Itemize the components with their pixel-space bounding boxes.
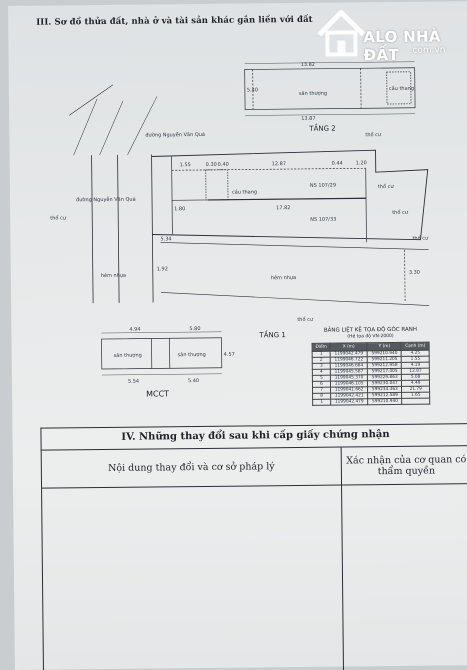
floor2-stair-label: cầu thang bbox=[389, 84, 414, 92]
section-iv-table: Nội dung thay đổi và cơ sở pháp lý Xác n… bbox=[41, 445, 467, 670]
section-iv: IV. Những thay đổi sau khi cấp giấy chứn… bbox=[40, 423, 467, 670]
section-iv-col-changes: Nội dung thay đổi và cơ sở pháp lý bbox=[41, 447, 342, 489]
dim-right-a: 0.44 bbox=[332, 161, 343, 167]
lot-b-label: NS 107/33 bbox=[310, 217, 336, 223]
dim-side-a: 1.80 bbox=[174, 206, 185, 212]
alley-label-side: hẻm nhựa bbox=[101, 272, 126, 279]
dim-alley-w: 3.30 bbox=[409, 270, 420, 276]
road-label-side: đường Nguyễn Văn Quá bbox=[76, 196, 136, 204]
dim-mid-left: 1.55 bbox=[180, 162, 191, 168]
dim-left-h: 1.92 bbox=[157, 266, 168, 272]
lot-a-label: NS 107/29 bbox=[310, 183, 336, 189]
floor2-label: TẦNG 2 bbox=[308, 123, 336, 133]
dim-h-left: 5.40 bbox=[247, 87, 258, 93]
dim-len-a: 12.87 bbox=[272, 161, 286, 167]
watermark-logo: ALO NHÀ ĐẤT .com.vn bbox=[311, 3, 464, 64]
alley-label: hẻm nhựa bbox=[271, 274, 296, 281]
neighbor-top-right: thổ cư bbox=[365, 131, 382, 138]
dim-len-b: 17.82 bbox=[276, 205, 290, 211]
dim-mid-a: 0.30 bbox=[206, 162, 217, 168]
floor2-outline bbox=[244, 67, 416, 110]
dim-top-1: 13.82 bbox=[301, 62, 315, 68]
section-iv-changes-cell bbox=[41, 485, 344, 670]
coord-table-subtitle: (Hệ tọa độ VN-2000) bbox=[347, 333, 394, 340]
coord-header-point: Điểm bbox=[312, 343, 331, 352]
certificate-page: III. Sơ đồ thửa đất, nhà ở và tài sản kh… bbox=[8, 1, 467, 670]
mcct-dim-a: 4.94 bbox=[129, 327, 140, 333]
floor2-terrace-label: sân thượng bbox=[299, 90, 327, 97]
mcct-label: MCCT bbox=[146, 389, 169, 398]
plot-outline bbox=[151, 149, 429, 241]
dim-corner: 5.34 bbox=[160, 236, 171, 242]
mcct-terrace-left: sân thượng bbox=[114, 352, 142, 359]
land-plot-diagram: 13.82 13.87 5.40 sân thượng cầu thang TẦ… bbox=[50, 61, 430, 399]
neighbor-right-2: thổ cư bbox=[392, 209, 409, 216]
mcct-dim-h: 4.57 bbox=[224, 352, 235, 358]
mcct-dim-c: 5.54 bbox=[128, 379, 139, 385]
dim-right-b: 1.20 bbox=[356, 160, 367, 166]
road-label-top: đường Nguyễn Văn Quá bbox=[145, 131, 205, 139]
mcct-dim-b: 5.80 bbox=[189, 326, 200, 332]
floor1-stair-label: cầu thang bbox=[232, 187, 257, 195]
coord-table-title: BẢNG LIỆT KÊ TỌA ĐỘ GÓC RANH bbox=[323, 326, 417, 334]
neighbor-right: thổ cư bbox=[378, 183, 395, 190]
neighbor-alley: thổ cư bbox=[412, 235, 429, 242]
mcct-terrace-right: sân thượng bbox=[178, 351, 206, 358]
mcct-outline bbox=[101, 337, 223, 370]
mcct-dim-d: 5.40 bbox=[188, 378, 199, 384]
floor1-label: TẦNG 1 bbox=[258, 329, 286, 339]
dim-mid-b: 0.40 bbox=[218, 162, 229, 168]
neighbor-left: thổ cư bbox=[50, 214, 67, 221]
coord-header-edge: Cạnh (m) bbox=[401, 342, 430, 351]
section-iv-confirmation-cell bbox=[341, 483, 467, 670]
dim-top-2: 13.87 bbox=[301, 116, 315, 122]
coordinate-table: BẢNG LIỆT KÊ TỌA ĐỘ GÓC RANH (Hệ tọa độ … bbox=[311, 327, 430, 406]
section-iv-col-confirmation: Xác nhận của cơ quan có thẩm quyền bbox=[341, 445, 467, 486]
neighbor-bottom: thổ cư bbox=[297, 316, 314, 323]
house-logo-icon bbox=[317, 10, 366, 57]
